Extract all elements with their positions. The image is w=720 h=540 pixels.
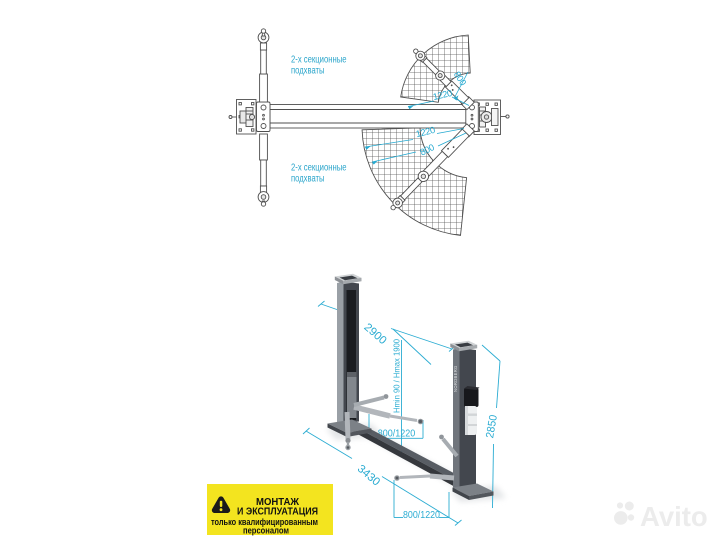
svg-text:800/1220: 800/1220 bbox=[378, 429, 416, 440]
svg-text:2-х секционные: 2-х секционные bbox=[291, 55, 347, 66]
svg-text:только квалифицированным: только квалифицированным bbox=[211, 517, 318, 527]
svg-text:Avito: Avito bbox=[640, 501, 708, 532]
svg-text:2850: 2850 bbox=[484, 414, 500, 439]
svg-text:подхваты: подхваты bbox=[291, 174, 325, 185]
svg-text:МОНТАЖ: МОНТАЖ bbox=[256, 497, 300, 508]
svg-text:1220: 1220 bbox=[415, 125, 436, 139]
svg-text:Hmin 90 / Hmax 1900: Hmin 90 / Hmax 1900 bbox=[393, 339, 402, 413]
svg-text:И ЭКСПЛУАТАЦИЯ: И ЭКСПЛУАТАЦИЯ bbox=[237, 507, 318, 518]
svg-text:1220: 1220 bbox=[432, 88, 453, 102]
svg-text:2-х секционные: 2-х секционные bbox=[291, 163, 347, 174]
svg-text:подхваты: подхваты bbox=[291, 66, 325, 77]
svg-text:NORDBERG: NORDBERG bbox=[453, 365, 458, 392]
svg-text:персоналом: персоналом bbox=[243, 526, 289, 536]
svg-text:800/1220: 800/1220 bbox=[403, 510, 440, 521]
